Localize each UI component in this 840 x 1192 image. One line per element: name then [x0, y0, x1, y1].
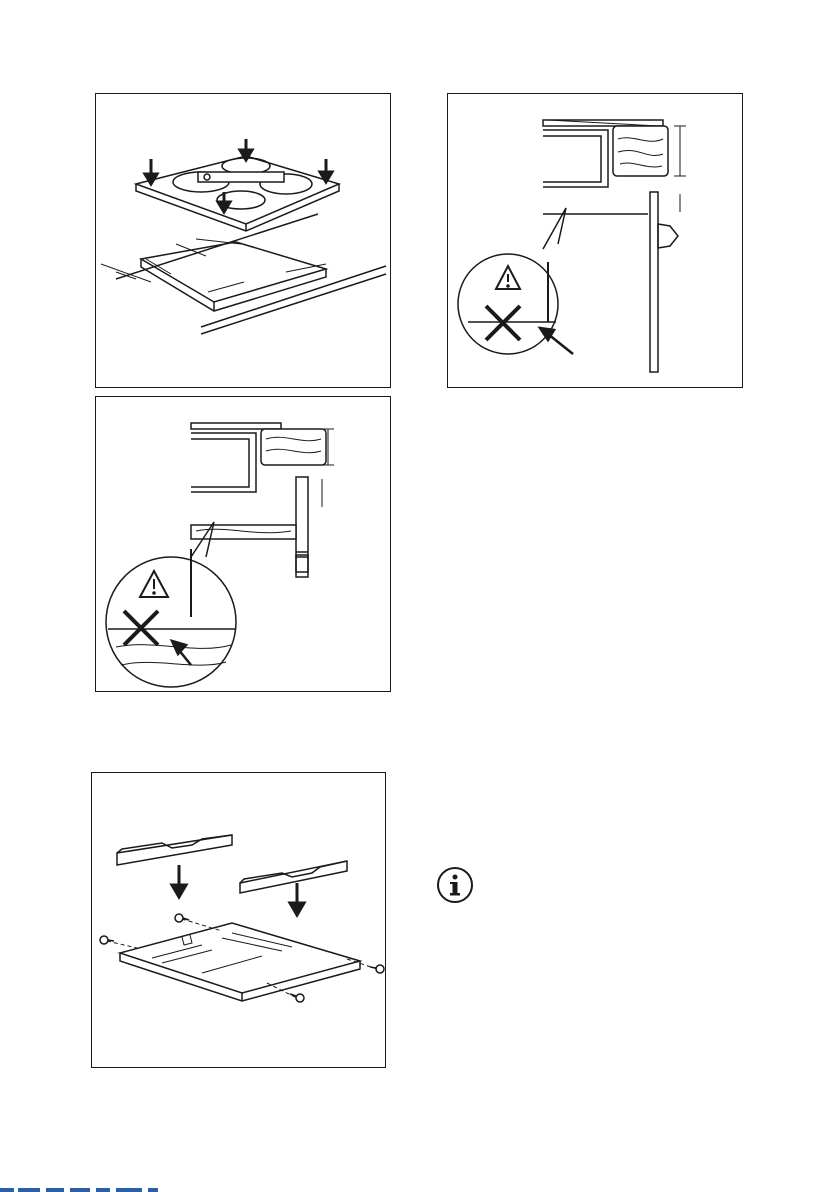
down-arrow-icon: [172, 865, 304, 915]
mounting-brackets-illustration: [92, 773, 387, 1069]
figure-drawer-clearance-warning: [95, 396, 391, 692]
figure-hob-installation: [95, 93, 391, 388]
info-icon: [436, 866, 474, 904]
pointing-arrow-icon: [540, 328, 573, 354]
figure-bracket-assembly: [91, 772, 386, 1068]
hob-above-drawer-warning-illustration: [96, 397, 392, 693]
hob-above-oven-warning-illustration: [448, 94, 744, 389]
footer-strip: [0, 1184, 840, 1192]
figure-oven-clearance-warning: [447, 93, 743, 388]
hob-into-cutout-illustration: [96, 94, 392, 389]
